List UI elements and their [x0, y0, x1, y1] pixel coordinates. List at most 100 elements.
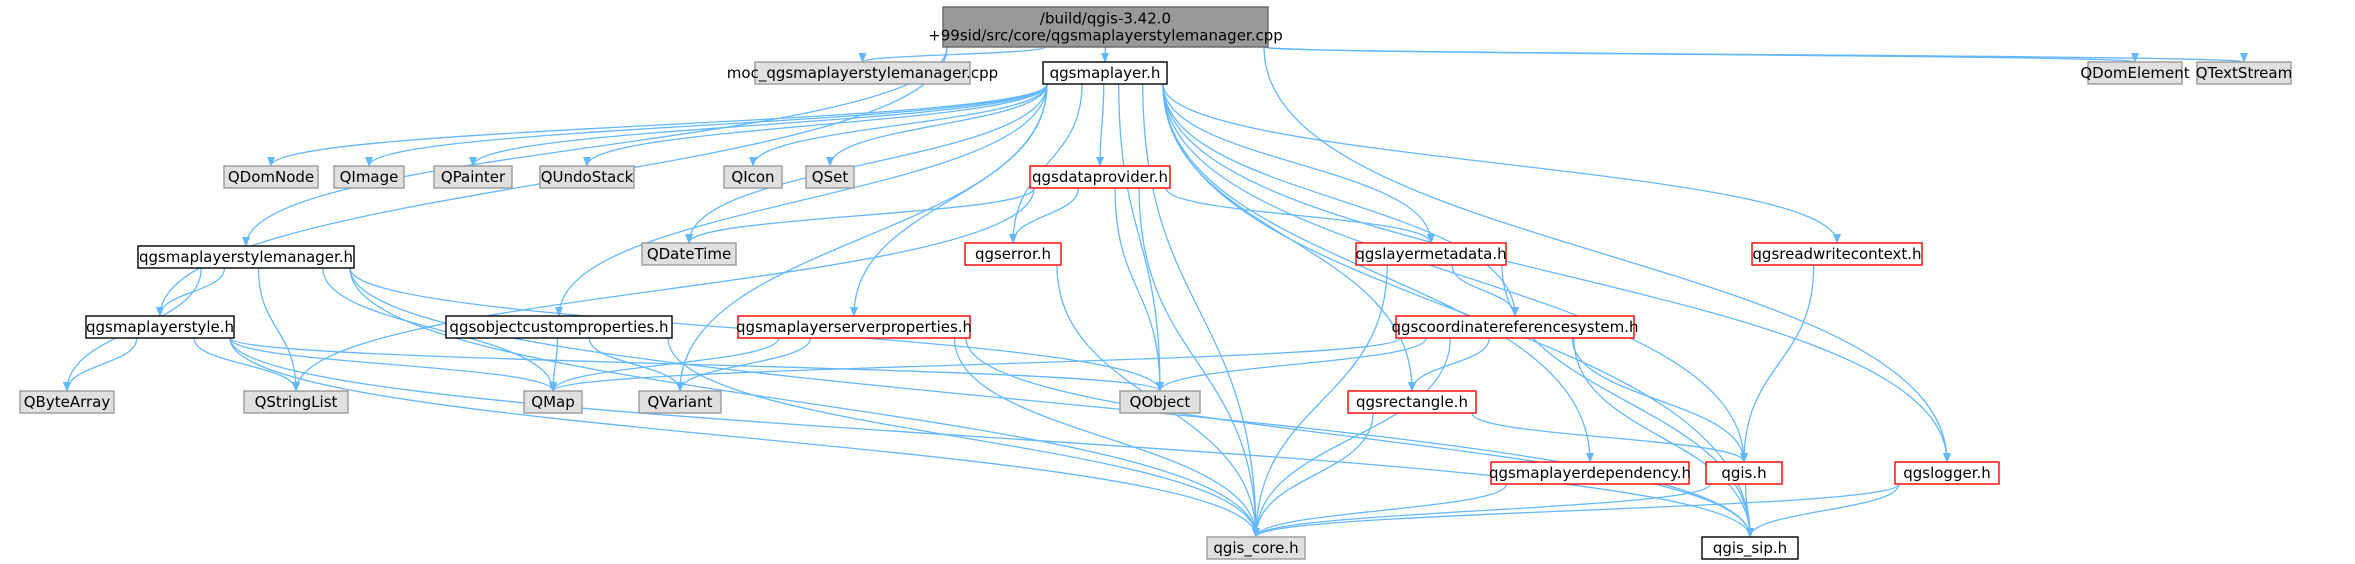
node-label: QByteArray: [24, 393, 111, 411]
node-qgsobjectcustomproperties[interactable]: qgsobjectcustomproperties.h: [445, 315, 673, 339]
node-box[interactable]: [523, 390, 583, 414]
node-box[interactable]: [1042, 61, 1168, 85]
node-qimage[interactable]: QImage: [333, 165, 405, 189]
node-qgserror[interactable]: qgserror.h: [964, 242, 1062, 266]
node-box[interactable]: [1355, 242, 1507, 266]
node-box[interactable]: [1395, 315, 1635, 339]
edge-qgsmaplayerstylemanager-to-qgis_core: [349, 267, 1260, 538]
edge-qgsmaplayerstyle-to-qbytearray: [63, 337, 138, 392]
node-qdatetime[interactable]: QDateTime: [641, 242, 737, 266]
node-label: qgscoordinatereferencesystem.h: [1392, 318, 1639, 336]
node-qgscoordinatereferencesystem[interactable]: qgscoordinatereferencesystem.h: [1392, 315, 1639, 339]
node-label: qgslayermetadata.h: [1355, 245, 1506, 263]
node-box[interactable]: [223, 165, 319, 189]
node-box[interactable]: [805, 165, 855, 189]
node-root[interactable]: /build/qgis-3.42.0+99sid/src/core/qgsmap…: [928, 6, 1283, 48]
node-qtextstream[interactable]: QTextStream: [2196, 61, 2292, 85]
node-box[interactable]: [964, 242, 1062, 266]
node-box[interactable]: [539, 165, 635, 189]
node-box[interactable]: [1119, 390, 1201, 414]
node-box[interactable]: [243, 390, 349, 414]
edge-qgsmaplayer-to-qvariant: [676, 83, 1048, 392]
node-qgis_sip[interactable]: qgis_sip.h: [1701, 536, 1799, 560]
node-qicon[interactable]: QIcon: [723, 165, 783, 189]
node-label: QUndoStack: [541, 168, 634, 186]
edge-qgsdataprovider-to-qgserror: [1009, 187, 1079, 244]
edge-qgsmaplayer-to-qset: [826, 83, 1048, 167]
node-label: qgserror.h: [975, 245, 1051, 263]
node-label: QDomElement: [2080, 64, 2189, 82]
node-box[interactable]: [1705, 461, 1783, 485]
edge-qgsmaplayer-to-qgslogger: [1162, 83, 1951, 463]
node-label: qgslogger.h: [1903, 464, 1991, 482]
node-qgsrectangle[interactable]: qgsrectangle.h: [1347, 390, 1477, 414]
edge-qgsmaplayer-to-qobject: [1118, 83, 1164, 392]
edge-qgsreadwritecontext-to-qgis: [1740, 264, 1815, 463]
node-box[interactable]: [445, 315, 673, 339]
node-label: QTextStream: [2196, 64, 2292, 82]
node-box[interactable]: [1894, 461, 2000, 485]
node-box[interactable]: [2087, 61, 2183, 85]
node-box[interactable]: [942, 6, 1269, 48]
node-qpainter[interactable]: QPainter: [433, 165, 513, 189]
node-qgis_core[interactable]: qgis_core.h: [1206, 536, 1306, 560]
node-qvariant[interactable]: QVariant: [638, 390, 722, 414]
edge-root-to-moc: [858, 46, 1046, 63]
node-box[interactable]: [1347, 390, 1477, 414]
node-label: qgsmaplayerdependency.h: [1489, 464, 1691, 482]
edge-qgsdataprovider-to-qgis_core: [1138, 187, 1260, 538]
node-box[interactable]: [137, 245, 355, 269]
node-label: QStringList: [255, 393, 338, 411]
node-qgslogger[interactable]: qgslogger.h: [1894, 461, 2000, 485]
node-qgsmaplayer[interactable]: qgsmaplayer.h: [1042, 61, 1168, 85]
node-qset[interactable]: QSet: [805, 165, 855, 189]
node-box[interactable]: [1206, 536, 1306, 560]
node-qbytearray[interactable]: QByteArray: [19, 390, 115, 414]
node-qstringlist[interactable]: QStringList: [243, 390, 349, 414]
node-qgsmaplayerstyle[interactable]: qgsmaplayerstyle.h: [85, 315, 235, 339]
edge-qgsmaplayer-to-qimage: [365, 83, 1048, 167]
node-box[interactable]: [754, 61, 971, 85]
node-box[interactable]: [638, 390, 722, 414]
node-label: moc_qgsmaplayerstylemanager.cpp: [727, 64, 998, 83]
edge-qgsdataprovider-to-qstringlist: [292, 187, 1035, 392]
node-box[interactable]: [19, 390, 115, 414]
node-qdomelement[interactable]: QDomElement: [2080, 61, 2190, 85]
node-qundostack[interactable]: QUndoStack: [539, 165, 635, 189]
node-qobject[interactable]: QObject: [1119, 390, 1201, 414]
edge-qgsdataprovider-to-qgslayermetadata: [1165, 187, 1435, 244]
node-box[interactable]: [85, 315, 235, 339]
node-qgslayermetadata[interactable]: qgslayermetadata.h: [1355, 242, 1507, 266]
node-qdomnode[interactable]: QDomNode: [223, 165, 319, 189]
node-qgsmaplayerserverproperties[interactable]: qgsmaplayerserverproperties.h: [736, 315, 972, 339]
node-label: /build/qgis-3.42.0: [1040, 10, 1171, 28]
edge-qgsmaplayer-to-qpainter: [469, 83, 1048, 167]
node-box[interactable]: [737, 315, 971, 339]
node-box[interactable]: [1029, 165, 1171, 189]
node-box[interactable]: [1490, 461, 1690, 485]
node-box[interactable]: [333, 165, 405, 189]
node-box[interactable]: [1701, 536, 1799, 560]
node-label: QDateTime: [647, 245, 731, 263]
edge-qgsmaplayer-to-qgsobjectcustomproperties: [555, 83, 1048, 317]
node-label: QSet: [812, 168, 849, 186]
node-box[interactable]: [433, 165, 513, 189]
node-qgsreadwritecontext[interactable]: qgsreadwritecontext.h: [1751, 242, 1923, 266]
node-qmap[interactable]: QMap: [523, 390, 583, 414]
node-moc[interactable]: moc_qgsmaplayerstylemanager.cpp: [727, 61, 998, 85]
node-box[interactable]: [641, 242, 737, 266]
edge-qgsmaplayerstyle-to-qgis_core: [229, 337, 1260, 538]
node-label: +99sid/src/core/qgsmaplayerstylemanager.…: [928, 27, 1283, 45]
edge-qgsrectangle-to-qgis: [1471, 412, 1748, 463]
edge-qgsmaplayer-to-qgis_sip: [1162, 83, 1754, 538]
edge-qgscoordinatereferencesystem-to-qgis: [1571, 337, 1748, 463]
node-qgsmaplayerdependency[interactable]: qgsmaplayerdependency.h: [1489, 461, 1691, 485]
node-qgsmaplayerstylemanager[interactable]: qgsmaplayerstylemanager.h: [137, 245, 355, 269]
edge-qgsmaplayer-to-qgsreadwritecontext: [1162, 83, 1841, 244]
node-box[interactable]: [2196, 61, 2292, 85]
edge-qgsmaplayerstyle-to-qgis_sip: [229, 337, 1754, 538]
node-qgis[interactable]: qgis.h: [1705, 461, 1783, 485]
node-box[interactable]: [723, 165, 783, 189]
node-box[interactable]: [1751, 242, 1923, 266]
node-qgsdataprovider[interactable]: qgsdataprovider.h: [1029, 165, 1171, 189]
